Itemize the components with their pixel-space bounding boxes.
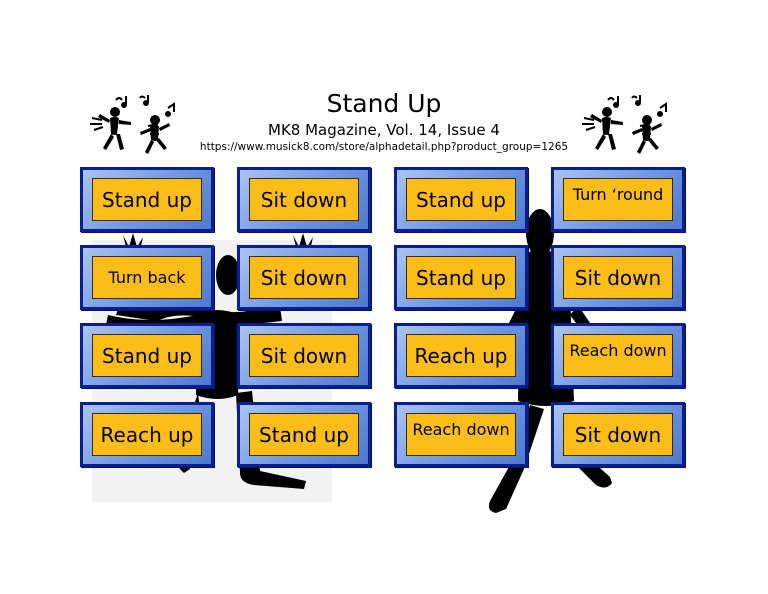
move-card-label: Reach down [406, 413, 516, 456]
move-card: Sit down [551, 402, 685, 467]
move-card-label: Reach up [92, 413, 202, 456]
page-title: Stand Up [326, 89, 442, 118]
move-card: Stand up [237, 402, 371, 467]
move-card-label: Stand up [406, 256, 516, 299]
move-card: Sit down [237, 323, 371, 388]
move-card: Sit down [237, 245, 371, 310]
move-card-label: Turn ‘round [563, 178, 673, 221]
move-card-label: Stand up [92, 334, 202, 377]
move-card-label: Stand up [92, 178, 202, 221]
move-card: Sit down [237, 167, 371, 232]
move-card: Stand up [80, 167, 214, 232]
move-card-label: Turn back [92, 256, 202, 299]
move-card-label: Sit down [249, 334, 359, 377]
move-card: Stand up [394, 167, 528, 232]
move-card-label: Stand up [406, 178, 516, 221]
move-card-label: Sit down [249, 256, 359, 299]
move-card-label: Stand up [249, 413, 359, 456]
header: Stand Up MK8 Magazine, Vol. 14, Issue 4 … [0, 88, 768, 154]
move-card: Reach up [394, 323, 528, 388]
move-card: Stand up [394, 245, 528, 310]
move-card: Reach up [80, 402, 214, 467]
move-card: Turn ‘round [551, 167, 685, 232]
move-card: Reach down [551, 323, 685, 388]
move-card-label: Sit down [563, 413, 673, 456]
dancing-figures-icon [582, 95, 667, 154]
source-url: https://www.musick8.com/store/alphadetai… [199, 141, 569, 153]
move-card: Sit down [551, 245, 685, 310]
move-card-label: Sit down [563, 256, 673, 299]
move-card-label: Reach down [563, 334, 673, 377]
dancing-figures-icon [90, 95, 175, 154]
move-card-label: Sit down [249, 178, 359, 221]
move-card-label: Reach up [406, 334, 516, 377]
move-card: Turn back [80, 245, 214, 310]
move-card: Stand up [80, 323, 214, 388]
move-card: Reach down [394, 402, 528, 467]
page-subtitle: MK8 Magazine, Vol. 14, Issue 4 [268, 121, 500, 139]
